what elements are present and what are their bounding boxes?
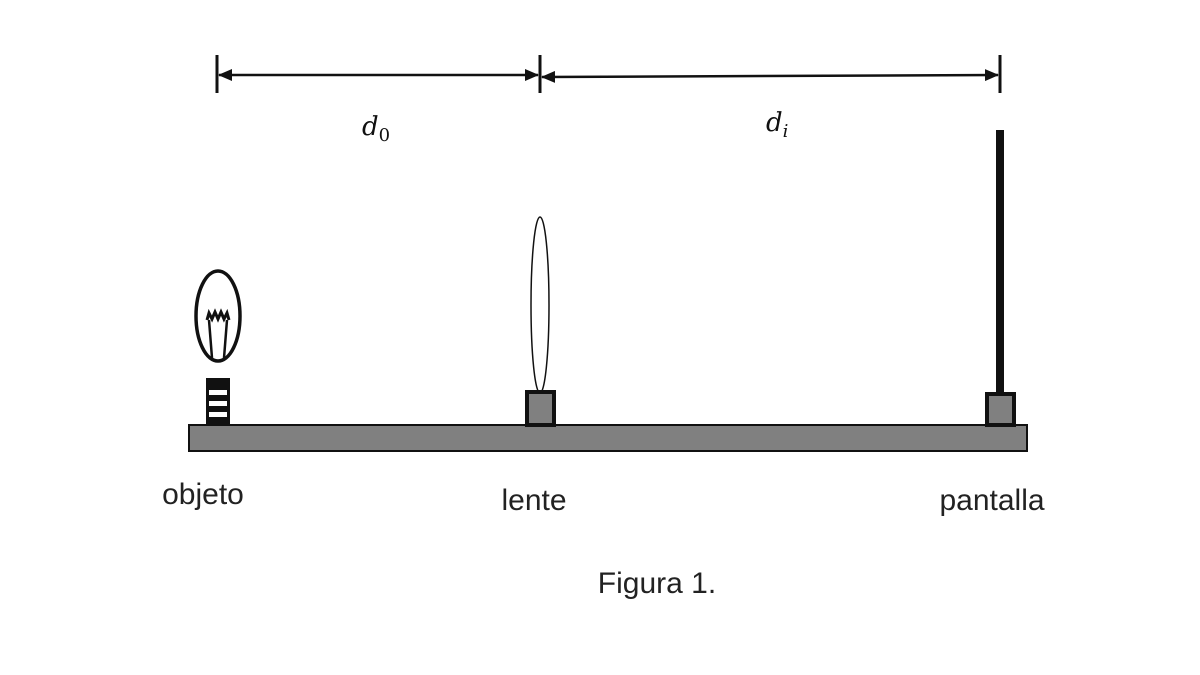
bulb-icon (194, 269, 242, 424)
label-objeto: objeto (162, 478, 244, 511)
arrow-di (541, 69, 999, 83)
label-lente: lente (501, 484, 566, 517)
label-di: di (766, 108, 788, 142)
label-d0: d0 (362, 112, 390, 146)
distance-arrows (215, 55, 1002, 93)
figure-caption: Figura 1. (598, 567, 716, 600)
lens (525, 216, 556, 427)
label-pantalla: pantalla (939, 484, 1044, 517)
screen (985, 130, 1016, 427)
optical-rail (188, 424, 1028, 452)
